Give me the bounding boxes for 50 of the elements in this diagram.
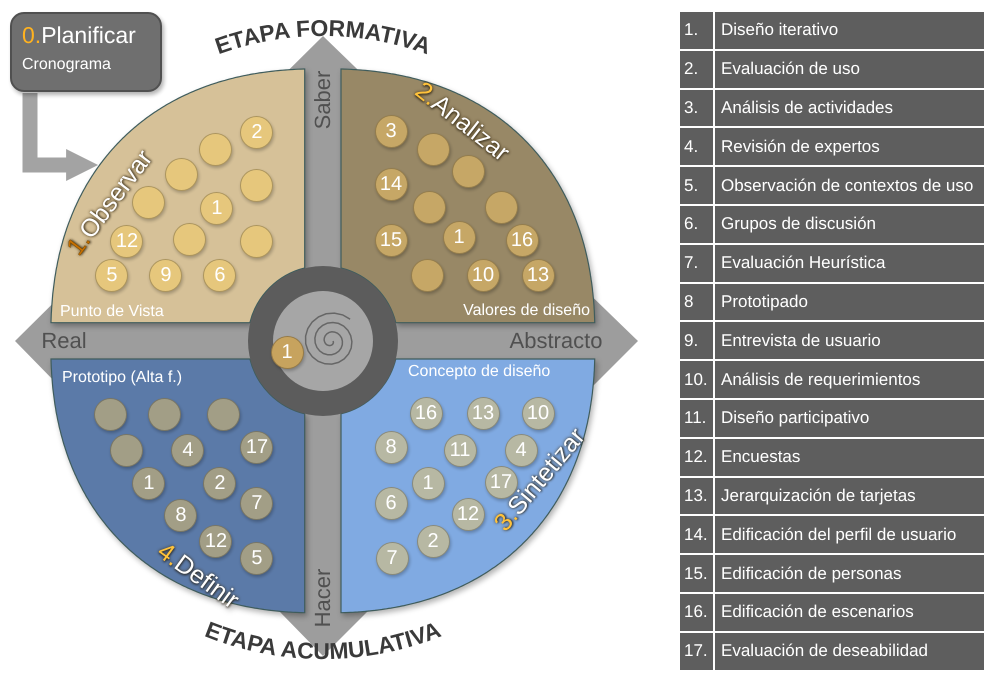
row-number: 11.: [680, 400, 713, 437]
technique-name: Revisión de expertos: [715, 128, 984, 166]
phase-subtitle: Valores de diseño: [463, 302, 590, 320]
technique-name: Edificación de escenarios: [715, 594, 984, 631]
technique-name: Grupos de discusión: [715, 206, 984, 243]
row-number: 7.: [680, 244, 713, 282]
row-number: 5.: [680, 167, 713, 204]
technique-name: Edificación del perfil de usuario: [715, 516, 984, 554]
technique-name: Análisis de actividades: [715, 90, 984, 126]
step-title: 0.Planificar: [22, 22, 136, 49]
row-number: 16.: [680, 594, 713, 631]
phase-panel: [341, 359, 595, 613]
arrow: [22, 93, 98, 181]
phase-subtitle: Prototipo (Alta f.): [62, 369, 182, 387]
axis-label: Abstracto: [510, 328, 602, 354]
step-subtitle: Cronograma: [22, 56, 111, 74]
phase-subtitle: Punto de Vista: [60, 302, 164, 321]
row-number: 9.: [680, 322, 713, 360]
row-number: 13.: [680, 478, 713, 514]
row-number: 6.: [680, 206, 713, 243]
technique-name: Análisis de requerimientos: [715, 361, 984, 398]
axis-label: Hacer: [310, 568, 335, 628]
row-number: 14.: [680, 516, 713, 554]
technique-name: Diseño iterativo: [715, 12, 984, 49]
row-number: 10.: [680, 361, 713, 398]
row-number: 12.: [680, 438, 713, 476]
axis-label: Saber: [310, 70, 336, 130]
phase-subtitle: Concepto de diseño: [408, 363, 550, 381]
row-number: 3.: [680, 90, 713, 126]
technique-name: Jerarquización de tarjetas: [715, 478, 984, 514]
row-number: 8: [680, 284, 713, 320]
row-number: 17.: [680, 632, 713, 670]
technique-name: Diseño participativo: [715, 400, 984, 437]
technique-name: Encuestas: [715, 438, 984, 476]
stage-label: ETAPA FORMATIVA: [212, 14, 434, 60]
row-number: 1.: [680, 12, 713, 49]
technique-name: Entrevista de usuario: [715, 322, 984, 360]
technique-name: Edificación de personas: [715, 555, 984, 592]
technique-name: Observación de contextos de uso: [715, 167, 984, 204]
technique-name: Evaluación de deseabilidad: [715, 632, 984, 670]
phase-panel: [341, 69, 595, 323]
row-number: 4.: [680, 128, 713, 166]
technique-name: Prototipado: [715, 284, 984, 320]
row-number: 15.: [680, 555, 713, 592]
phase-panel: [51, 359, 305, 613]
technique-name: Evaluación de uso: [715, 50, 984, 88]
row-number: 2.: [680, 50, 713, 88]
step-box: [10, 12, 162, 92]
technique-name: Evaluación Heurística: [715, 244, 984, 282]
axis-label: Real: [41, 328, 87, 354]
